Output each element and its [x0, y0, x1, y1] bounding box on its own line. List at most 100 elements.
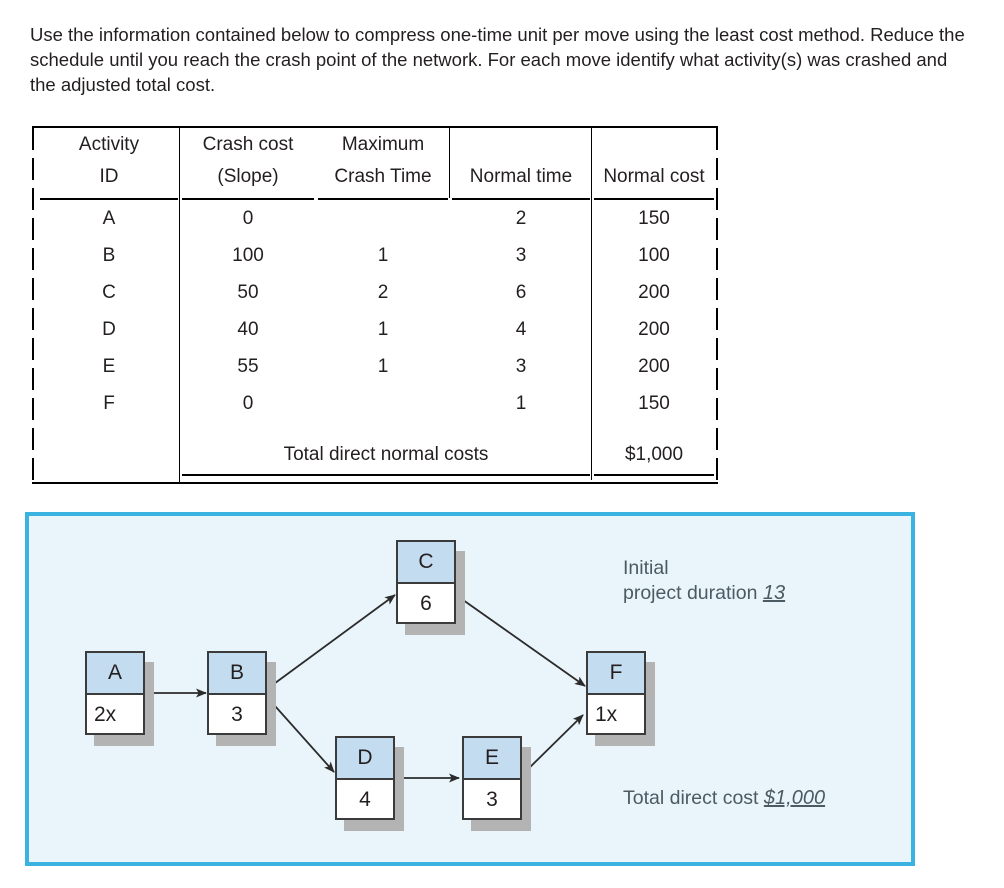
table-right-rail — [716, 128, 718, 482]
node-a-duration: 2x — [94, 703, 117, 726]
table-row: F 0 1 150 — [32, 393, 718, 426]
network-arrows-svg — [146, 594, 586, 783]
cell-normal-time: 4 — [515, 319, 527, 340]
node-f[interactable]: F 1x — [586, 651, 655, 746]
header-normal-cost: Normal cost — [603, 166, 705, 187]
cell-activity-id: A — [102, 208, 116, 229]
table-left-rail — [32, 128, 34, 482]
total-direct-normal-costs-label: Total direct normal costs — [283, 444, 489, 465]
node-d-duration: 4 — [359, 788, 371, 811]
cell-normal-time: 2 — [515, 208, 527, 229]
cell-max-crash-time: 2 — [377, 282, 389, 303]
table-column-divider-2 — [449, 128, 450, 198]
node-a-label: A — [87, 653, 143, 695]
node-f-box: F 1x — [586, 651, 646, 735]
cell-crash-cost: 0 — [242, 208, 254, 229]
initial-duration-text: project duration — [623, 582, 763, 604]
table-row: E 55 1 3 200 — [32, 356, 718, 389]
header-maximum: Maximum — [341, 134, 425, 155]
node-f-label: F — [588, 653, 644, 695]
table-row: C 50 2 6 200 — [32, 282, 718, 315]
node-e-duration: 3 — [486, 788, 498, 811]
node-a-box: A 2x — [85, 651, 145, 735]
header-underline-4 — [594, 198, 714, 200]
node-c[interactable]: C 6 — [396, 540, 465, 635]
table-header-row-1: Activity Crash cost Maximum — [32, 134, 718, 166]
cell-normal-cost: 200 — [638, 319, 670, 340]
cell-normal-cost: 150 — [638, 393, 670, 414]
cell-normal-cost: 200 — [638, 356, 670, 377]
header-underline-2 — [318, 198, 448, 200]
header-normal-time: Normal time — [469, 166, 573, 187]
cell-max-crash-time: 1 — [377, 319, 389, 340]
table-row: D 40 1 4 200 — [32, 319, 718, 352]
initial-duration-line1: Initial — [623, 557, 669, 579]
total-value-underline — [594, 474, 714, 476]
crash-cost-table: Activity Crash cost Maximum ID (Slope) C… — [32, 126, 718, 484]
cell-normal-time: 3 — [515, 356, 527, 377]
total-label-underline — [182, 474, 590, 476]
question-prompt: Use the information contained below to c… — [30, 24, 965, 95]
node-c-box: C 6 — [396, 540, 456, 624]
cell-max-crash-time: 1 — [377, 356, 389, 377]
header-slope: (Slope) — [217, 166, 279, 187]
total-direct-cost-value: $1,000 — [763, 787, 826, 809]
cell-activity-id: C — [102, 282, 116, 303]
initial-duration-value: 13 — [762, 582, 786, 604]
cell-max-crash-time: 1 — [377, 245, 389, 266]
initial-duration-annotation: Initial project duration 13 — [623, 556, 785, 606]
network-diagram-panel: A 2x B 3 C 6 D 4 E 3 — [25, 512, 915, 866]
cell-crash-cost: 55 — [237, 356, 259, 377]
cell-normal-cost: 100 — [638, 245, 670, 266]
header-activity: Activity — [78, 134, 140, 155]
node-c-duration: 6 — [420, 592, 432, 615]
cell-crash-cost: 50 — [237, 282, 259, 303]
table-column-divider-0 — [179, 128, 180, 482]
cell-normal-time: 1 — [515, 393, 527, 414]
cell-activity-id: E — [102, 356, 116, 377]
cell-crash-cost: 40 — [237, 319, 259, 340]
cell-crash-cost: 100 — [232, 245, 264, 266]
table-total-row: Total direct normal costs $1,000 — [32, 444, 718, 476]
total-direct-normal-costs-value: $1,000 — [624, 444, 684, 465]
table-top-border — [32, 126, 718, 128]
total-direct-cost-annotation: Total direct cost $1,000 — [623, 786, 825, 811]
node-f-duration: 1x — [595, 703, 618, 726]
node-c-label: C — [398, 542, 454, 584]
arrow-c-to-f — [455, 594, 586, 687]
cell-activity-id: D — [102, 319, 116, 340]
arrow-e-to-f — [520, 714, 584, 777]
node-e[interactable]: E 3 — [462, 736, 531, 831]
node-a[interactable]: A 2x — [85, 651, 154, 746]
arrow-b-to-d — [266, 696, 335, 773]
cell-normal-cost: 150 — [638, 208, 670, 229]
table-row: A 0 2 150 — [32, 208, 718, 241]
cell-normal-cost: 200 — [638, 282, 670, 303]
header-id: ID — [99, 166, 119, 187]
node-b-label: B — [209, 653, 265, 695]
node-b-box: B 3 — [207, 651, 267, 735]
header-underline-3 — [452, 198, 590, 200]
header-underline-1 — [182, 198, 314, 200]
node-d-box: D 4 — [335, 736, 395, 820]
header-crash-cost: Crash cost — [202, 134, 294, 155]
total-direct-cost-label: Total direct cost — [623, 787, 764, 809]
node-e-label: E — [464, 738, 520, 780]
cell-normal-time: 6 — [515, 282, 527, 303]
cell-normal-time: 3 — [515, 245, 527, 266]
initial-duration-line2: project duration 13 — [623, 581, 785, 606]
node-b[interactable]: B 3 — [207, 651, 276, 746]
node-d[interactable]: D 4 — [335, 736, 404, 831]
table-row: B 100 1 3 100 — [32, 245, 718, 278]
arrow-b-to-c — [266, 594, 396, 690]
cell-activity-id: B — [102, 245, 116, 266]
table-bottom-border — [32, 482, 718, 484]
table-header-row-2: ID (Slope) Crash Time Normal time Normal… — [32, 166, 718, 198]
node-e-box: E 3 — [462, 736, 522, 820]
header-underline-0 — [40, 198, 178, 200]
cell-activity-id: F — [103, 393, 115, 414]
node-d-label: D — [337, 738, 393, 780]
header-crash-time: Crash Time — [334, 166, 432, 187]
node-b-duration: 3 — [231, 703, 243, 726]
cell-crash-cost: 0 — [242, 393, 254, 414]
